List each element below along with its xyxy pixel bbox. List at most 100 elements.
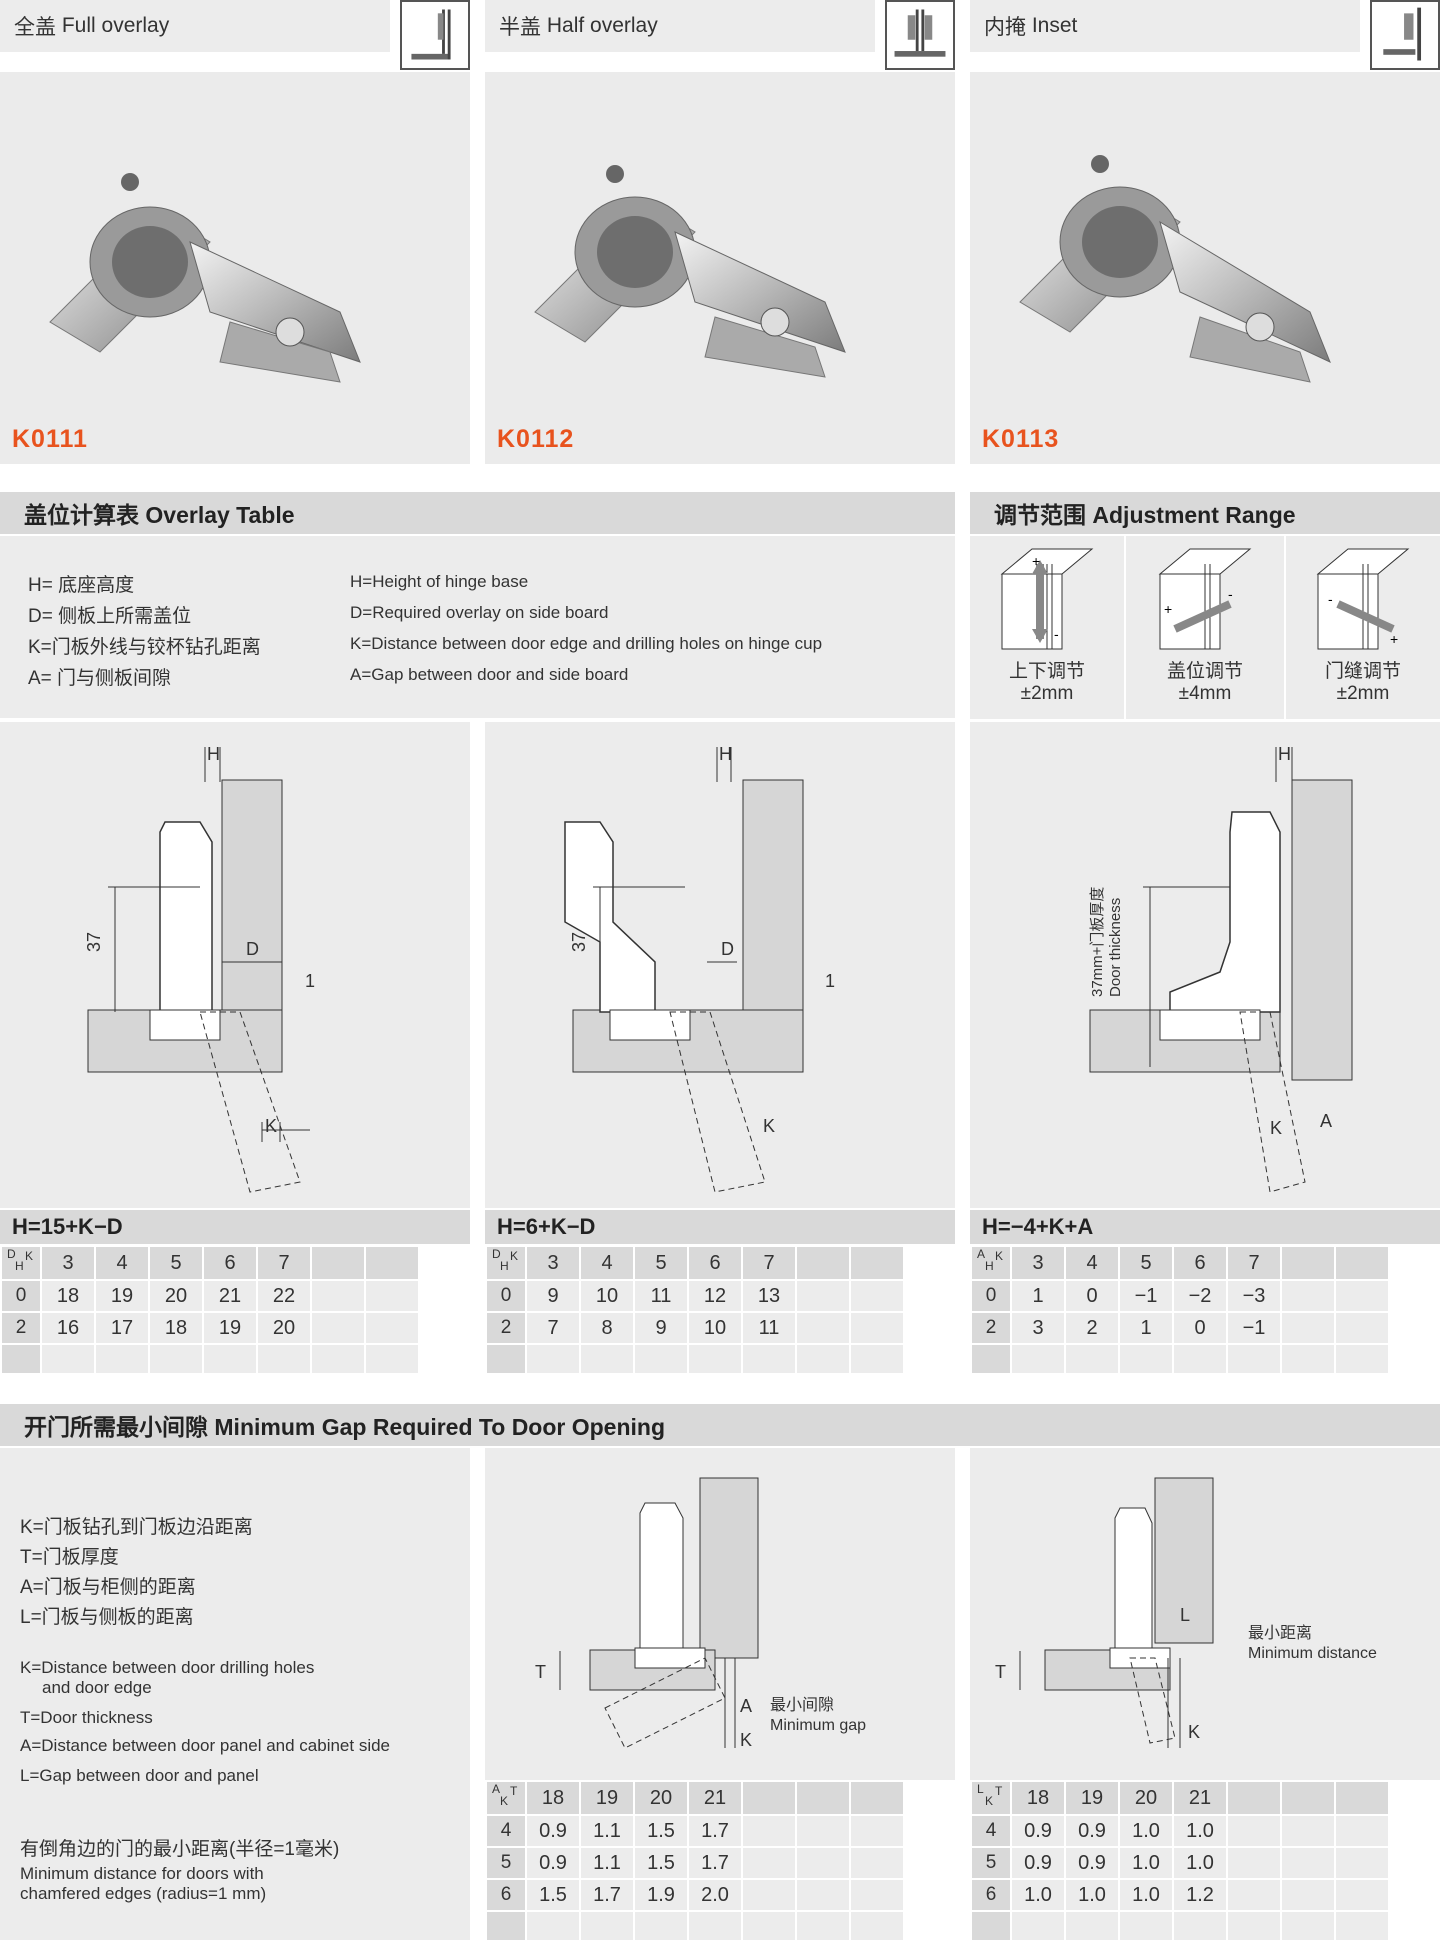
label-t: T	[535, 1662, 546, 1682]
formula-full-overlay: H=15+K−D	[0, 1210, 470, 1244]
label-k: K	[1270, 1118, 1282, 1138]
diagram-half-overlay: H 37 D 1 K	[485, 722, 955, 1208]
legend-k-en: K=Distance between door edge and drillin…	[350, 634, 823, 653]
product-code: K0111	[12, 425, 88, 453]
vertical-adjustment: +- 上下调节 ±2mm	[970, 536, 1124, 719]
min-gap-legend: K=门板钻孔到门板边沿距离 T=门板厚度 A=门板与柜侧的距离 L=门板与侧板的…	[0, 1448, 470, 1940]
gap-adjust-icon: -+	[1316, 548, 1410, 650]
product-photo-k0112: K0112	[485, 72, 955, 464]
gap-adjustment: -+ 门缝调节 ±2mm	[1286, 536, 1440, 719]
formula-half-overlay: H=6+K−D	[485, 1210, 955, 1244]
product-header-k0112: 半盖 Half overlay	[485, 0, 955, 70]
label-37: 37	[84, 932, 104, 952]
svg-text:-: -	[1328, 591, 1333, 607]
label-h: H	[1278, 744, 1291, 764]
svg-text:-: -	[1054, 626, 1059, 642]
product-photo-k0113: K0113	[970, 72, 1440, 464]
product-type-label: 全盖 Full overlay	[0, 0, 390, 52]
overlay-table-title: 盖位计算表 Overlay Table	[0, 492, 955, 534]
label-a: A	[1320, 1111, 1332, 1131]
vertical-adjust-icon: +-	[1000, 548, 1094, 650]
min-gap-diagram-l: T L K 最小距离 Minimum distance	[970, 1448, 1440, 1780]
overlay-adjust-icon: +-	[1158, 548, 1252, 650]
label-1: 1	[825, 971, 835, 991]
label-t: T	[995, 1662, 1006, 1682]
chamfer-note-cn: 有倒角边的门的最小距离(半径=1毫米)	[20, 1839, 340, 1860]
label-k: K	[740, 1730, 752, 1750]
label-k: K	[265, 1116, 277, 1136]
chamfer-note-en-2: chamfered edges (radius=1 mm)	[20, 1884, 267, 1903]
label-d: D	[246, 939, 259, 959]
product-photo-k0111: K0111	[0, 72, 470, 464]
mg-legend-a-cn: A=门板与柜侧的距离	[20, 1577, 196, 1598]
label-h: H	[719, 744, 732, 764]
adjustment-range-panel: +- 上下调节 ±2mm +- 盖位调节 ±4mm -+ 门缝调节 ±2mm	[970, 536, 1440, 719]
adjustment-range-title: 调节范围 Adjustment Range	[970, 492, 1440, 534]
hinge-image	[534, 165, 846, 378]
half-overlay-icon	[885, 0, 955, 70]
product-code: K0112	[497, 425, 575, 453]
legend-a-cn: A= 门与侧板间隙	[28, 668, 172, 689]
legend-a-en: A=Gap between door and side board	[350, 665, 629, 684]
hinge-image	[1019, 155, 1331, 383]
product-code: K0113	[982, 425, 1060, 453]
mg-legend-t-cn: T=门板厚度	[20, 1547, 119, 1568]
mg-legend-k-cn: K=门板钻孔到门板边沿距离	[20, 1517, 253, 1538]
legend-h-en: H=Height of hinge base	[350, 572, 529, 591]
label-min-gap-en: Minimum gap	[770, 1717, 866, 1734]
legend-h-cn: H= 底座高度	[28, 575, 135, 596]
product-type-en: Inset	[1031, 14, 1078, 37]
formula-inset: H=−4+K+A	[970, 1210, 1440, 1244]
product-type-cn: 全盖	[14, 16, 56, 39]
label-d: D	[721, 939, 734, 959]
label-37: 37	[569, 932, 589, 952]
min-gap-title: 开门所需最小间隙 Minimum Gap Required To Door Op…	[0, 1404, 1440, 1446]
product-type-cn: 内掩	[984, 16, 1026, 39]
product-type-label: 半盖 Half overlay	[485, 0, 875, 52]
label-a: A	[740, 1696, 752, 1716]
legend-k-cn: K=门板外线与铰杯钻孔距离	[28, 637, 261, 658]
svg-text:+: +	[1032, 553, 1040, 569]
label-door-thickness-en: Door thickness	[1107, 898, 1124, 997]
chamfer-note-en: Minimum distance for doors with	[20, 1864, 264, 1883]
legend-d-cn: D= 侧板上所需盖位	[28, 606, 192, 627]
label-h: H	[207, 744, 220, 764]
svg-text:+: +	[1390, 631, 1398, 647]
product-type-label: 内掩 Inset	[970, 0, 1360, 52]
product-header-k0111: 全盖 Full overlay	[0, 0, 470, 70]
adjust-label: 门缝调节	[1324, 661, 1401, 682]
label-1: 1	[305, 971, 315, 991]
svg-text:+: +	[1164, 601, 1172, 617]
mg-legend-l-en: L=Gap between door and panel	[20, 1766, 259, 1785]
label-min-dist-cn: 最小距离	[1248, 1624, 1312, 1642]
label-min-gap-cn: 最小间隙	[770, 1696, 834, 1714]
full-overlay-icon	[400, 0, 470, 70]
adjust-value: ±2mm	[1020, 683, 1074, 704]
overlay-adjustment: +- 盖位调节 ±4mm	[1126, 536, 1284, 719]
label-k: K	[1188, 1722, 1200, 1742]
inset-icon	[1370, 0, 1440, 70]
legend-d-en: D=Required overlay on side board	[350, 603, 609, 622]
label-min-dist-en: Minimum distance	[1248, 1645, 1377, 1662]
adjust-value: ±2mm	[1336, 683, 1390, 704]
mg-legend-k-en-2: and door edge	[42, 1678, 152, 1697]
adjust-label: 上下调节	[1008, 661, 1085, 682]
mg-legend-k-en: K=Distance between door drilling holes	[20, 1658, 315, 1677]
min-gap-diagram-a: T A K 最小间隙 Minimum gap	[485, 1448, 955, 1780]
